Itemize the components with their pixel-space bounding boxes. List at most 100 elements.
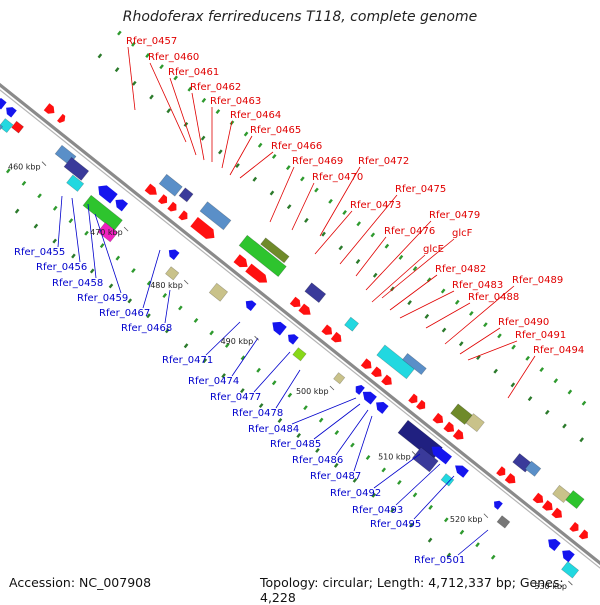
gc-dot [84, 230, 89, 236]
gc-dot [243, 131, 249, 137]
gene-arrow [168, 249, 180, 260]
gc-dot [454, 299, 460, 305]
gc-dot [286, 165, 291, 171]
gene-arrow [416, 399, 426, 410]
tick-label: 530 kbp [534, 582, 567, 591]
gene-arrow [532, 492, 544, 504]
gene-feature [97, 222, 119, 243]
gc-dot [257, 142, 263, 148]
forward-leader-line [381, 238, 455, 299]
forward-gene-label: Rfer_0473 [350, 200, 401, 211]
gene-feature [333, 372, 346, 385]
tick-mark [123, 226, 129, 232]
gc-dot [145, 53, 150, 58]
gene-arrow [443, 421, 455, 433]
gc-dot [215, 109, 221, 115]
reverse-gene-label: Rfer_0484 [248, 424, 299, 435]
gc-dot [428, 504, 433, 510]
gc-dot [193, 317, 199, 323]
gene-block [0, 118, 14, 134]
gene-feature [289, 296, 301, 308]
backbone-line [0, 89, 600, 569]
gene-arrow [298, 303, 311, 315]
gene-block [199, 201, 232, 231]
gene-arrow [115, 199, 128, 212]
gc-dot [475, 542, 480, 548]
gc-dot [579, 437, 584, 443]
gene-arrow [551, 507, 563, 519]
gc-dot [334, 430, 340, 436]
gene-arrow [245, 300, 257, 312]
reverse-leader-line [373, 453, 421, 489]
gene-block [552, 484, 571, 504]
gc-dot [164, 328, 170, 334]
gc-dot [314, 187, 319, 193]
gene-feature [233, 254, 248, 268]
gene-feature [376, 344, 416, 380]
forward-gene-label: Rfer_0491 [515, 330, 566, 341]
gene-block [333, 372, 346, 385]
gc-dot [166, 108, 172, 114]
gene-feature [450, 403, 473, 425]
forward-gene-label: Rfer_0463 [210, 96, 261, 107]
forward-gene-label: Rfer_0475 [395, 184, 446, 195]
tick-mark [329, 385, 335, 391]
gene-arrow [272, 321, 287, 336]
gene-arrow [178, 210, 188, 221]
reverse-leader-line [205, 321, 241, 356]
gene-feature [6, 107, 17, 118]
gc-dot [490, 554, 496, 560]
reverse-leader-line [231, 337, 259, 377]
gc-dot [424, 313, 430, 319]
tick-label: 480 kbp [150, 281, 183, 290]
gene-feature [115, 199, 128, 212]
gc-dot [218, 149, 223, 155]
gene-arrow [190, 217, 215, 239]
gc-dot [483, 322, 488, 328]
gene-feature [63, 156, 90, 181]
gene-block [0, 118, 4, 135]
gc-dot [303, 405, 308, 411]
gene-block [66, 174, 85, 192]
tick-mark [483, 513, 489, 519]
gene-feature [292, 347, 307, 362]
gene-arrow [504, 473, 516, 484]
forward-gene-label: Rfer_0466 [271, 141, 322, 152]
gene-arrow [496, 466, 506, 476]
gc-dot [114, 67, 120, 73]
gene-arrow [330, 331, 342, 343]
gene-feature [245, 300, 257, 312]
gene-arrow [157, 194, 168, 205]
gene-feature [542, 500, 553, 511]
gene-block [82, 194, 123, 231]
forward-leader-line [355, 236, 387, 277]
gc-dot [99, 243, 105, 249]
gc-dot [304, 217, 309, 223]
reverse-gene-label: Rfer_0455 [14, 247, 65, 258]
gc-dot [441, 327, 447, 333]
gc-dot [89, 268, 95, 274]
forward-leader-line [365, 220, 432, 291]
gene-block [63, 156, 90, 181]
gene-feature [532, 492, 544, 504]
gc-dot [497, 333, 502, 339]
gene-arrow [562, 550, 575, 563]
gene-arrow [321, 324, 333, 335]
forward-gene-label: Rfer_0483 [452, 280, 503, 291]
reverse-gene-label: Rfer_0458 [52, 278, 103, 289]
gc-dot [426, 277, 432, 283]
reverse-leader-line [94, 213, 122, 294]
gc-dot [539, 367, 545, 373]
gene-feature [0, 98, 7, 110]
gene-labels: Rfer_0457Rfer_0460Rfer_0461Rfer_0462Rfer… [14, 36, 584, 566]
gene-arrow [542, 500, 553, 511]
gc-dot [446, 552, 452, 558]
gc-dot [493, 368, 498, 374]
forward-leader-line [191, 92, 205, 161]
gc-dot [173, 75, 178, 81]
gc-dot [131, 41, 136, 47]
gc-dot [68, 218, 74, 224]
gene-feature [190, 217, 215, 239]
reverse-gene-label: Rfer_0486 [292, 455, 343, 466]
